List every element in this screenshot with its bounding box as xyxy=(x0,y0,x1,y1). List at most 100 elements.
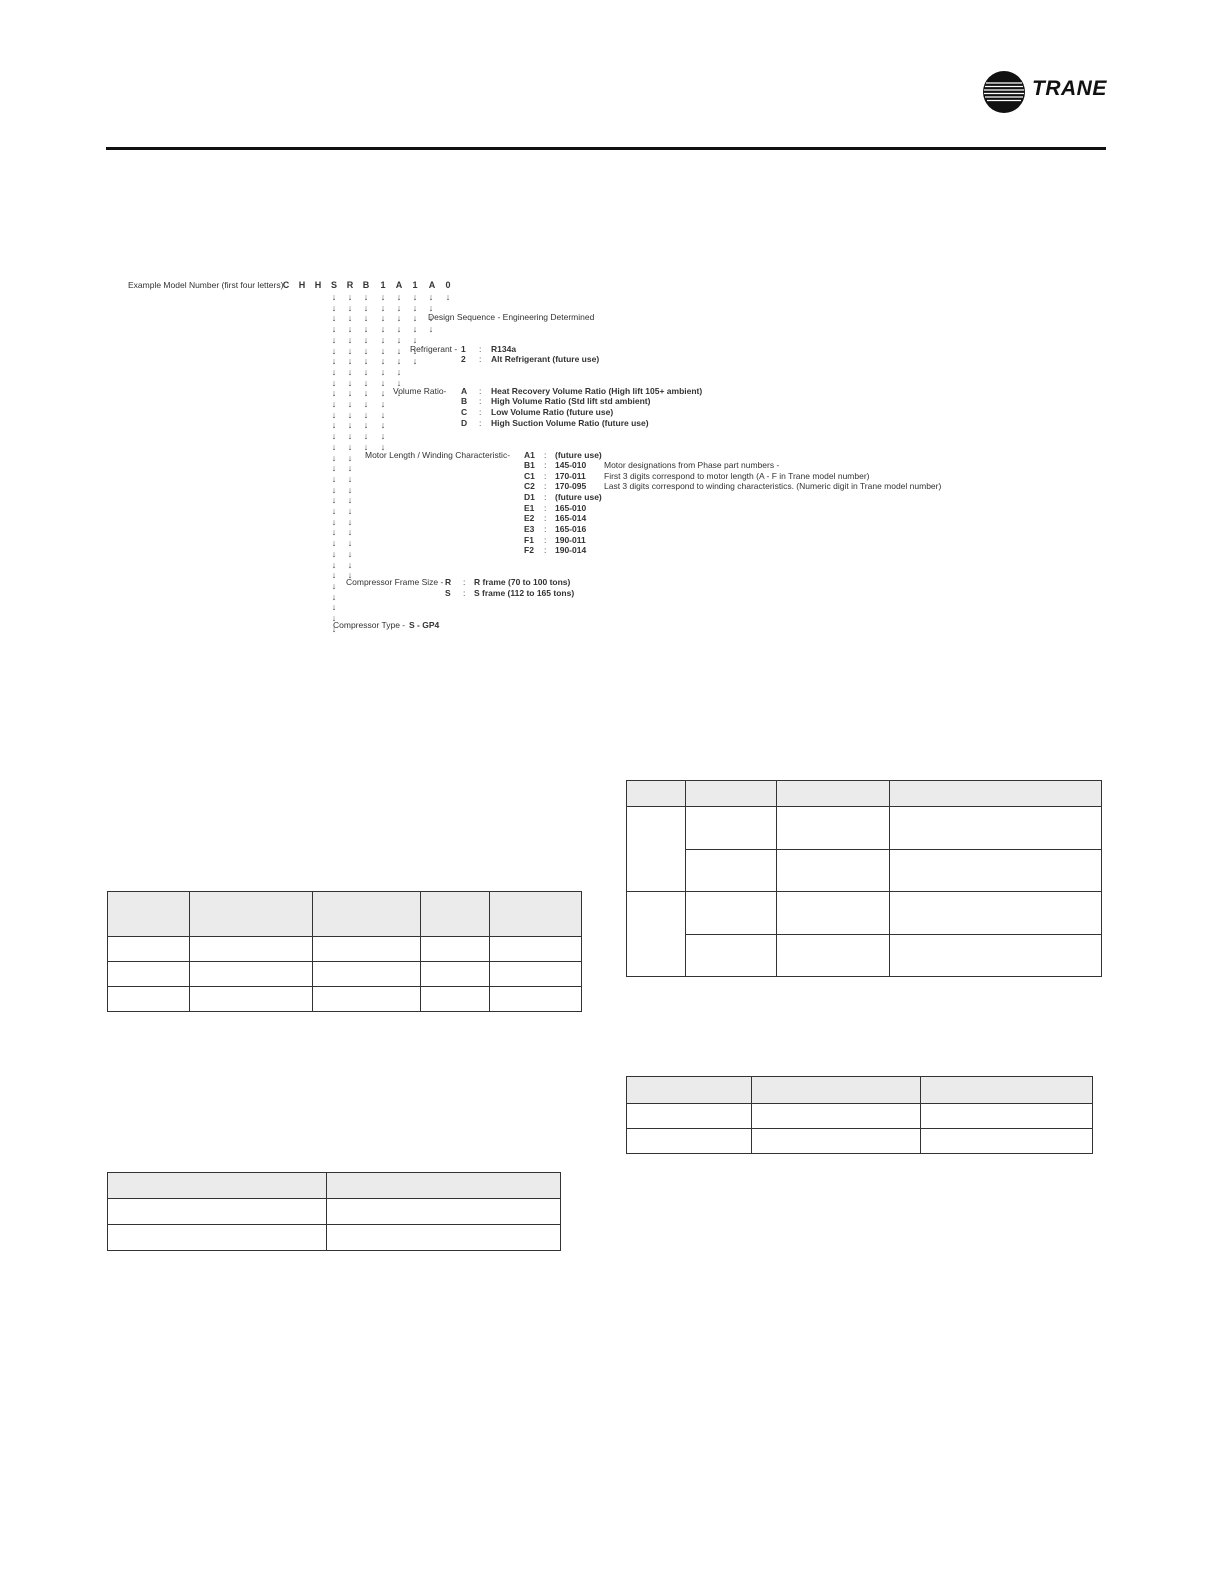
table-header-row xyxy=(107,891,582,937)
table-header-cell xyxy=(325,1172,562,1199)
table-cell xyxy=(889,934,1102,977)
header-rule xyxy=(106,147,1106,150)
refrigerant-desc: R134a xyxy=(491,344,517,354)
motor-sep: : xyxy=(544,503,547,513)
table-cell xyxy=(920,1103,1093,1129)
compressor-type-label: Compressor Type - xyxy=(333,620,406,630)
table-cell xyxy=(325,1224,562,1251)
table-header-cell xyxy=(420,891,491,937)
table-cell xyxy=(750,1128,922,1154)
volume-ratio-desc: Low Volume Ratio (future use) xyxy=(491,407,614,417)
table-row xyxy=(107,986,582,1012)
model-letter: B xyxy=(362,280,370,290)
model-number-diagram: Example Model Number (first four letters… xyxy=(0,0,1224,700)
refrigerant-code: 1 xyxy=(461,344,466,354)
down-arrows-motor-digit: ↓ ↓ ↓ ↓ ↓ ↓ ↓ ↓ ↓ ↓ ↓ ↓ ↓ ↓ ↓ xyxy=(380,292,386,452)
model-letter: R xyxy=(346,280,354,290)
table-row xyxy=(107,961,582,987)
table-header-row xyxy=(626,1076,1093,1104)
model-letter: A xyxy=(428,280,436,290)
frame-sep: : xyxy=(463,577,466,587)
motor-desc: 170-011 xyxy=(555,471,586,481)
motor-desc: (future use) xyxy=(555,450,602,460)
table-row xyxy=(107,1198,562,1225)
table-header-cell xyxy=(489,891,582,937)
motor-desc: 165-014 xyxy=(555,513,587,523)
motor-sep: : xyxy=(544,450,547,460)
table-cell xyxy=(684,806,777,850)
table-cell xyxy=(489,961,582,987)
table-cell xyxy=(325,1198,562,1225)
table-cell xyxy=(626,1103,752,1129)
table-cell xyxy=(775,806,891,850)
table-header-cell xyxy=(684,780,777,807)
table-left-2 xyxy=(107,1172,562,1251)
table-cell xyxy=(889,891,1102,935)
table-cell xyxy=(750,1103,922,1129)
motor-sep: : xyxy=(544,513,547,523)
motor-desc: 165-010 xyxy=(555,503,587,513)
table-header-row xyxy=(626,780,1102,807)
table-row xyxy=(107,1224,562,1251)
down-arrows-volume: ↓ ↓ ↓ ↓ ↓ ↓ ↓ ↓ ↓ ↓ xyxy=(396,292,402,399)
motor-sep: : xyxy=(544,492,547,502)
down-arrows-design-2: ↓ xyxy=(445,292,451,302)
motor-sep: : xyxy=(544,471,547,481)
trane-logo-text: TRANE xyxy=(1032,77,1107,100)
table-cell xyxy=(626,1128,752,1154)
table-right-1 xyxy=(626,780,1102,977)
volume-ratio-sep: : xyxy=(479,396,482,406)
table-header-cell xyxy=(626,780,686,807)
table-cell xyxy=(775,849,891,892)
motor-sep: : xyxy=(544,481,547,491)
table-cell xyxy=(684,934,777,977)
motor-code: E1 xyxy=(524,503,535,513)
model-letter: A xyxy=(395,280,403,290)
motor-code: C1 xyxy=(524,471,535,481)
volume-ratio-code: A xyxy=(461,386,468,396)
table-cell xyxy=(311,961,422,987)
refrigerant-sep: : xyxy=(479,344,482,354)
motor-desc: 190-014 xyxy=(555,545,587,555)
volume-ratio-desc: Heat Recovery Volume Ratio (High lift 10… xyxy=(491,386,703,396)
table-cell xyxy=(489,986,582,1012)
motor-code: B1 xyxy=(524,460,535,470)
table-header-cell xyxy=(311,891,422,937)
volume-ratio-code: D xyxy=(461,418,468,428)
table-cell xyxy=(775,934,891,977)
refrigerant-desc: Alt Refrigerant (future use) xyxy=(491,354,600,364)
volume-ratio-sep: : xyxy=(479,386,482,396)
table-cell xyxy=(107,961,190,987)
table-cell xyxy=(188,936,313,962)
frame-code: R xyxy=(445,577,452,587)
table-cell xyxy=(920,1128,1093,1154)
motor-desc: 190-011 xyxy=(555,535,586,545)
down-arrows-design-1: ↓ ↓ ↓ ↓ xyxy=(428,292,434,335)
volume-ratio-sep: : xyxy=(479,418,482,428)
frame-desc: S frame (112 to 165 tons) xyxy=(474,588,575,598)
table-row xyxy=(626,1103,1093,1129)
design-sequence-label: Design Sequence - Engineering Determined xyxy=(428,312,595,322)
table-header-cell xyxy=(920,1076,1093,1104)
down-arrows-type: ↓ ↓ ↓ ↓ ↓ ↓ ↓ ↓ ↓ ↓ ↓ ↓ ↓ ↓ ↓ ↓ ↓ ↓ ↓ ↓ … xyxy=(331,292,337,634)
frame-desc: R frame (70 to 100 tons) xyxy=(474,577,571,587)
model-letter: H xyxy=(298,280,306,290)
table-row xyxy=(626,806,1102,892)
table-cell xyxy=(107,1198,327,1225)
motor-desc: 145-010 xyxy=(555,460,587,470)
motor-note: Last 3 digits correspond to winding char… xyxy=(604,481,942,491)
table-cell xyxy=(775,891,891,935)
motor-code: F1 xyxy=(524,535,534,545)
table-cell xyxy=(188,961,313,987)
volume-ratio-desc: High Volume Ratio (Std lift std ambient) xyxy=(491,396,651,406)
table-row xyxy=(627,849,1102,892)
example-model-label: Example Model Number (first four letters… xyxy=(128,280,284,290)
volume-ratio-desc: High Suction Volume Ratio (future use) xyxy=(491,418,649,428)
model-letter: 1 xyxy=(380,280,386,290)
model-letter: C xyxy=(282,280,290,290)
table-cell xyxy=(684,849,777,892)
table-cell xyxy=(311,986,422,1012)
table-header-cell xyxy=(188,891,313,937)
table-cell xyxy=(889,849,1102,892)
motor-code: D1 xyxy=(524,492,535,502)
